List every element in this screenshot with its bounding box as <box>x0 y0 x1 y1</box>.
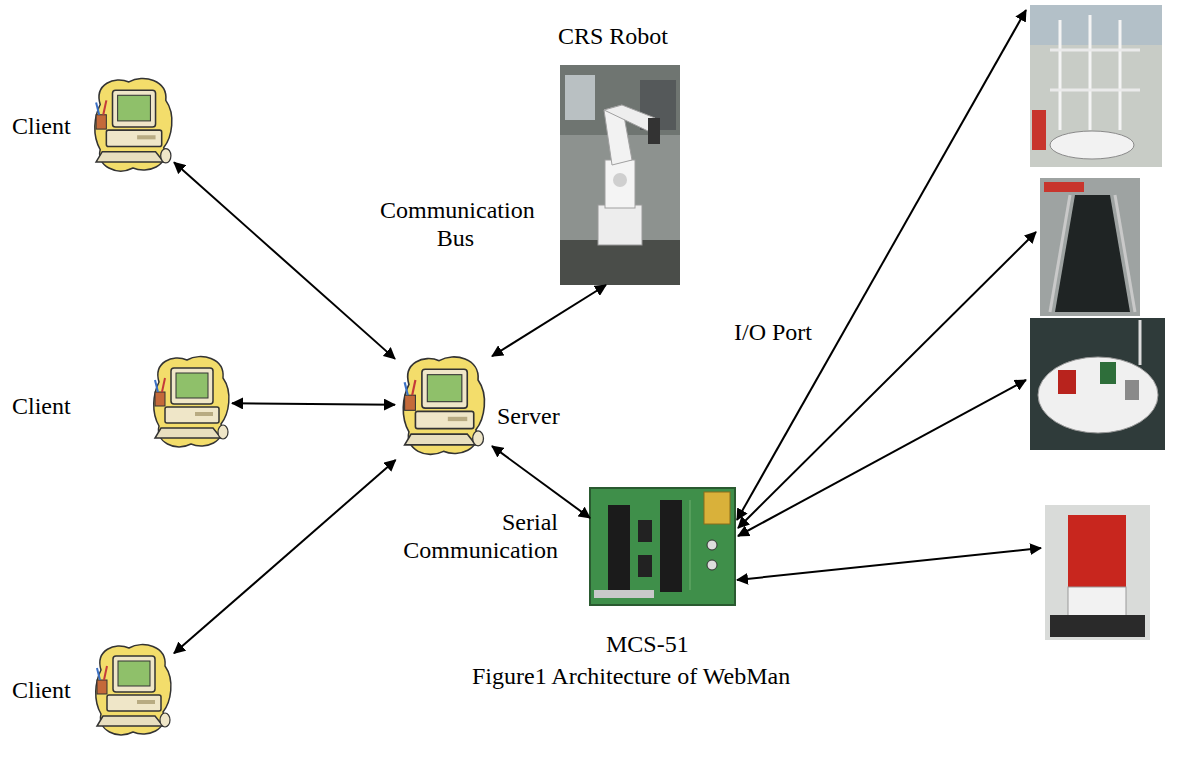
server-computer: Server <box>395 352 492 460</box>
client-computer: Client <box>150 352 232 452</box>
connector-arrow <box>174 460 396 653</box>
microcontroller-board <box>590 488 735 605</box>
node-label: Client <box>12 392 71 420</box>
node-label: Client <box>12 676 71 704</box>
connector-label: Communication Bus <box>378 196 533 252</box>
board-box: MCS-51 <box>590 488 735 605</box>
connector-label: Serial Communication <box>400 508 560 564</box>
client-computer: Client <box>92 640 174 740</box>
node-label: CRS Robot <box>558 22 668 50</box>
figure-caption: Figure1 Architecture of WebMan <box>470 662 792 690</box>
connector-arrow <box>232 403 395 404</box>
node-label: Client <box>12 112 71 140</box>
client-icon <box>95 78 172 171</box>
connector-arrow <box>174 162 395 359</box>
port-label: I/O Port <box>732 318 814 346</box>
client-icon <box>154 357 229 447</box>
robot-photo <box>560 65 680 285</box>
device-photo <box>1030 318 1165 450</box>
connector-arrow <box>492 285 606 356</box>
client-icon <box>96 645 171 735</box>
node-label: Server <box>497 402 560 430</box>
client-computer: Client <box>92 72 174 178</box>
node-label: MCS-51 <box>606 630 689 658</box>
device-photo <box>1030 5 1162 167</box>
robot-box: CRS Robot <box>560 65 680 285</box>
device-photo <box>1045 505 1150 640</box>
server-icon <box>403 357 484 454</box>
io-wire <box>737 10 1041 580</box>
device-photo <box>1040 178 1140 316</box>
